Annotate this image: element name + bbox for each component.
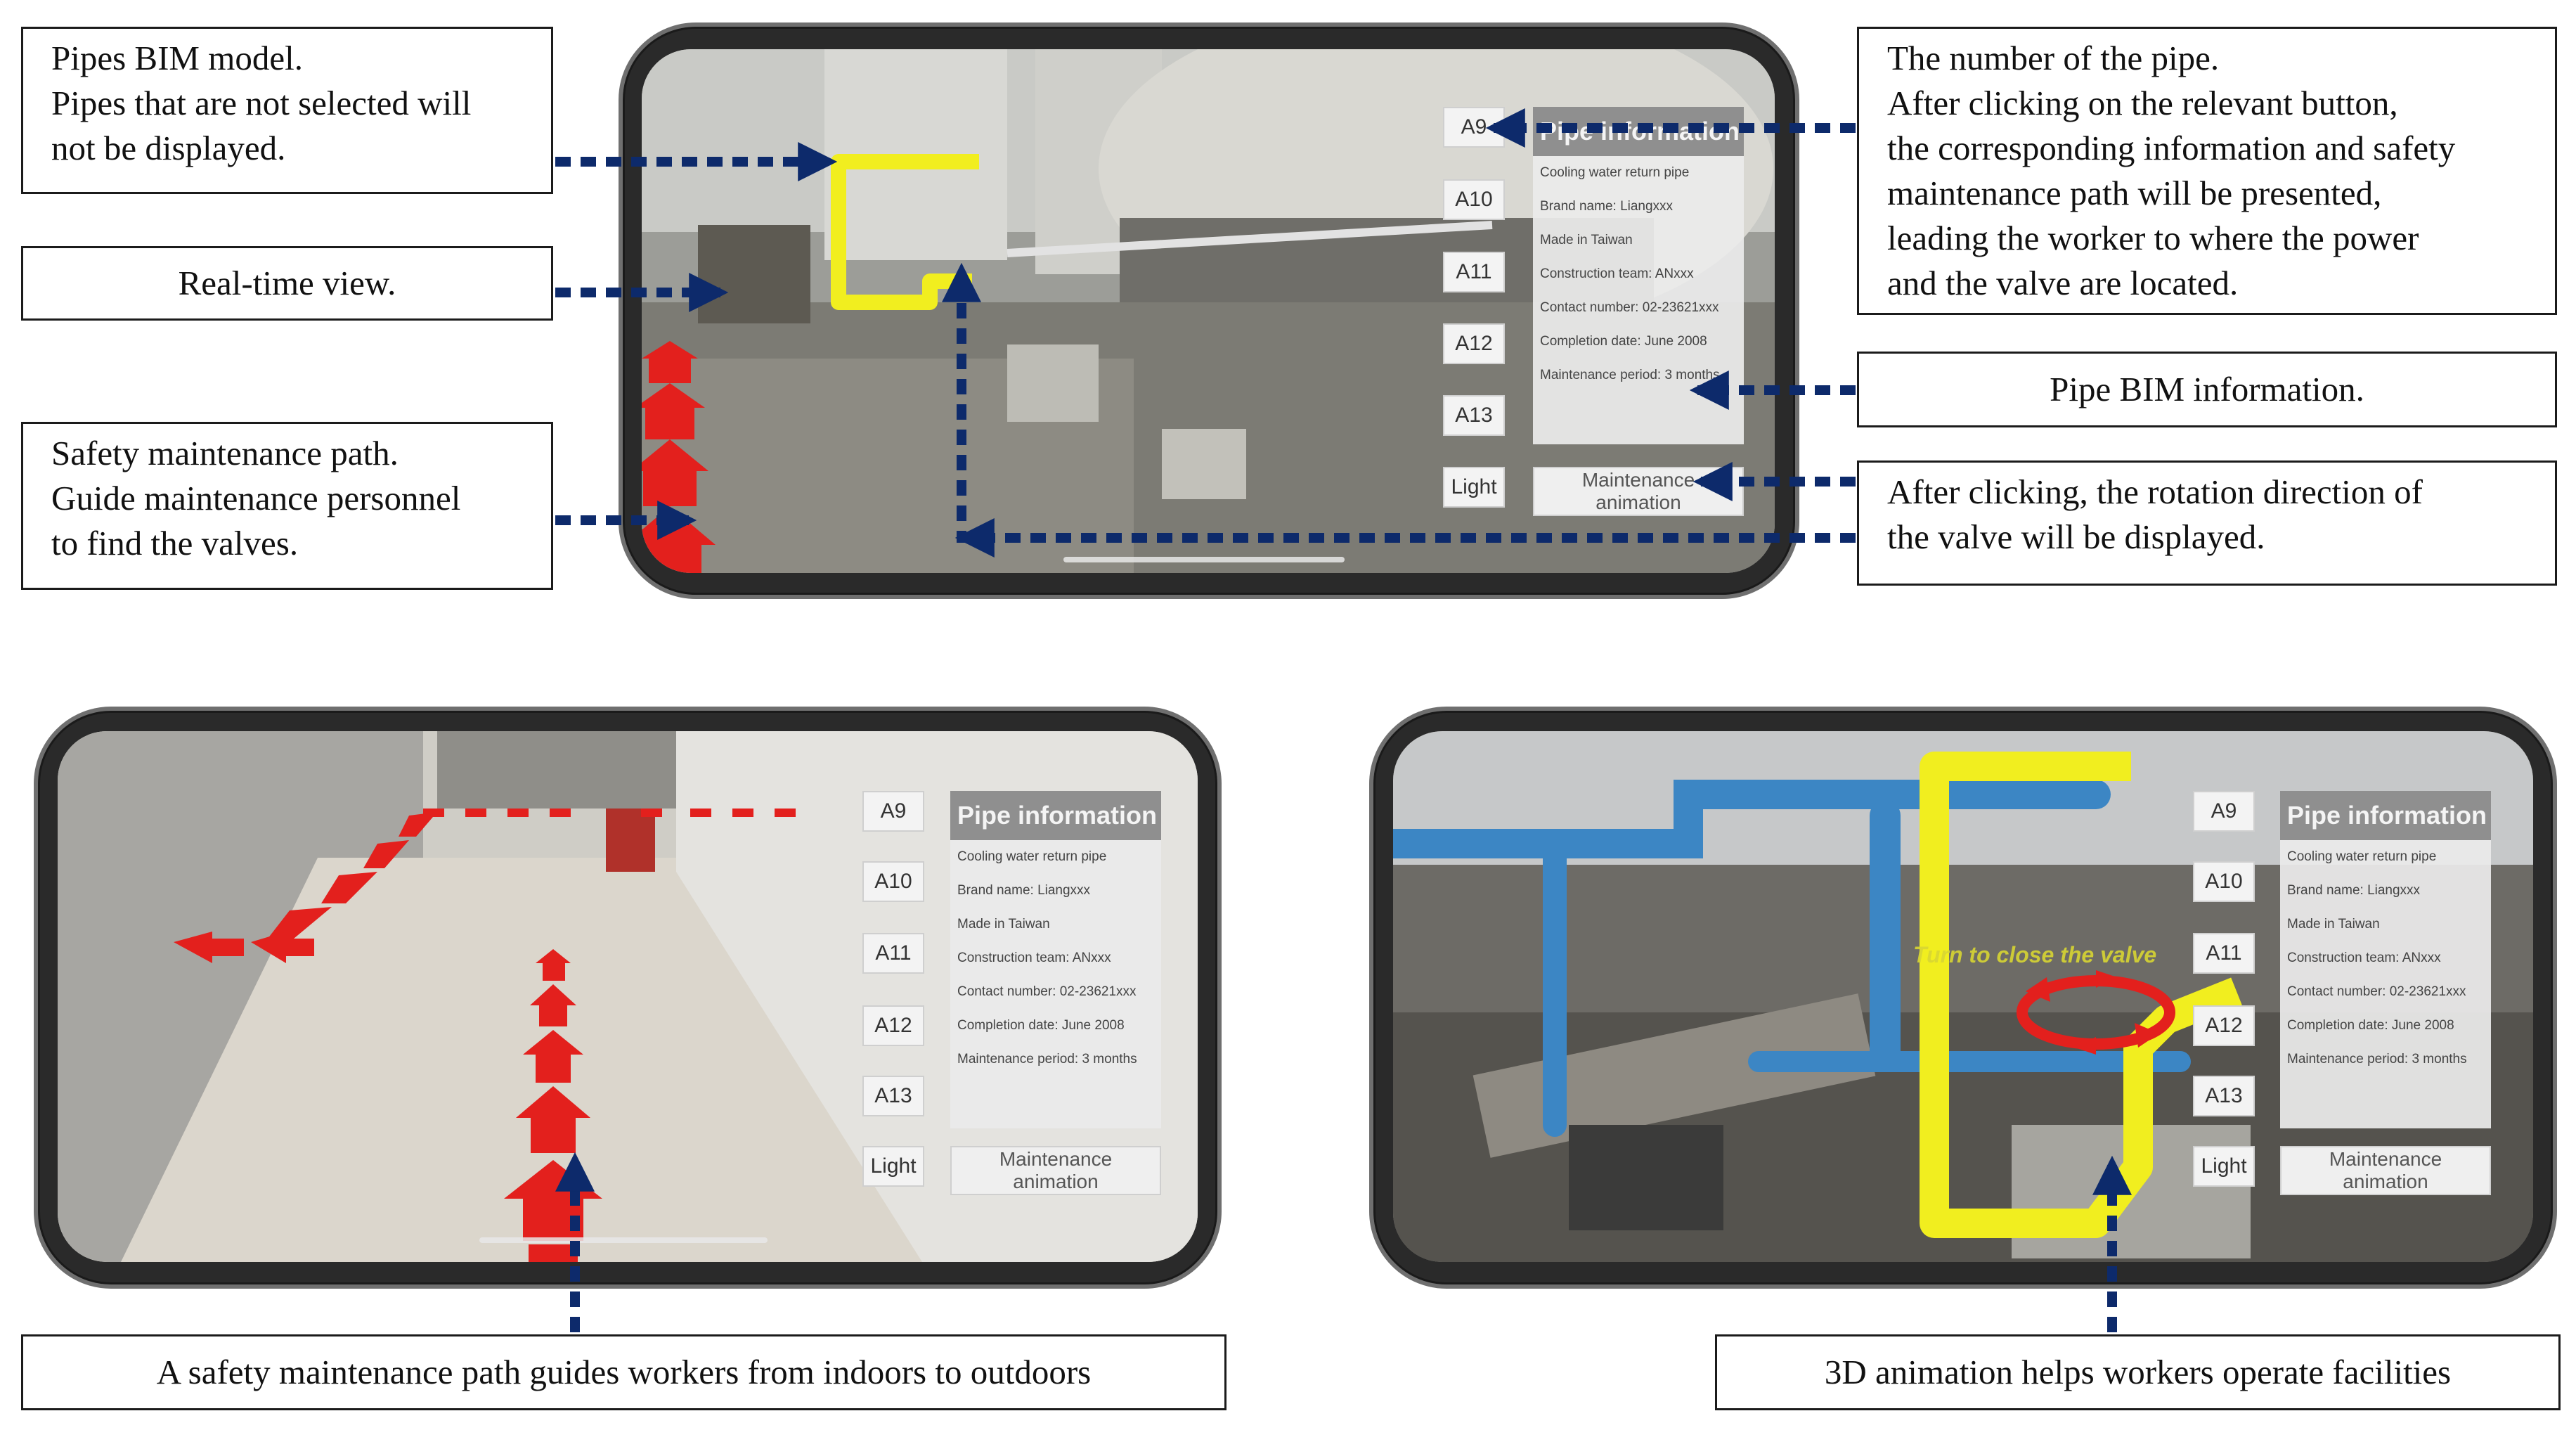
pipe-info-line: Construction team: ANxxx [1540,266,1694,281]
callout-pipe-number: The number of the pipe. After clicking o… [1857,27,2557,315]
callout-real-time-view: Real-time view. [21,246,553,321]
pipe-button-a13[interactable]: A13 [862,1076,924,1116]
caption-text: 3D animation helps workers operate facil… [1824,1353,2452,1391]
pipe-info-panel: Pipe information Cooling water return pi… [1533,107,1744,444]
safety-path-arrows [642,341,716,573]
callout-line: to find the valves. [51,524,299,562]
callout-line: Pipe BIM information. [2050,370,2364,408]
maintenance-animation-button[interactable]: Maintenance animation [1533,467,1744,516]
callout-pipes-bim-model: Pipes BIM model. Pipes that are not sele… [21,27,553,194]
pipe-info-title: Pipe information [1533,107,1744,156]
pipe-button-a13[interactable]: A13 [2193,1076,2255,1116]
ar-screen-valve: Turn to close the valve A9 A10 A11 A12 A… [1393,731,2533,1262]
button-label: animation [1596,491,1681,513]
pipe-info-line: Completion date: June 2008 [1540,334,1707,349]
pipe-button-a9[interactable]: A9 [2193,791,2255,832]
maintenance-animation-button[interactable]: Maintenance animation [950,1146,1161,1195]
pipe-button-a11[interactable]: A11 [862,933,924,974]
callout-safety-path: Safety maintenance path. Guide maintenan… [21,422,553,590]
pipe-info-panel: Pipe information Cooling water return pi… [950,791,1161,1128]
pipe-button-a9[interactable]: A9 [1443,107,1505,148]
callout-line: Pipes BIM model. [51,39,303,77]
callout-line: Real-time view. [178,264,396,302]
callout-line: Pipes that are not selected will [51,84,472,122]
pipe-info-line: Contact number: 02-23621xxx [2287,984,2466,999]
callout-line: After clicking, the rotation direction o… [1887,472,2423,511]
pipe-button-a10[interactable]: A10 [2193,861,2255,902]
valve-rotation-animation [2017,970,2175,1055]
callout-line: maintenance path will be presented, [1887,174,2382,212]
pipe-info-title: Pipe information [950,791,1161,840]
pipe-info-line: Made in Taiwan [957,917,1050,932]
callout-line: the valve will be displayed. [1887,517,2265,556]
pipe-info-panel: Pipe information Cooling water return pi… [2280,791,2491,1128]
pipe-info-line: Maintenance period: 3 months [957,1052,1137,1067]
pipe-info-line: Completion date: June 2008 [2287,1018,2454,1033]
callout-line: The number of the pipe. [1887,39,2220,77]
bim-pipe-highlight [831,154,979,310]
pipe-info-title: Pipe information [2280,791,2491,840]
pipe-info-line: Maintenance period: 3 months [2287,1052,2467,1067]
pipe-button-a9[interactable]: A9 [862,791,924,832]
button-label: Maintenance [1581,469,1695,491]
callout-line: the corresponding information and safety [1887,129,2456,167]
ar-overlay-text: Turn to close the valve [1913,942,2157,967]
maintenance-animation-button[interactable]: Maintenance animation [2280,1146,2491,1195]
pipe-button-a10[interactable]: A10 [1443,179,1505,220]
home-indicator [1063,557,1345,562]
pipe-button-a11[interactable]: A11 [1443,252,1505,292]
pipe-info-line: Construction team: ANxxx [957,951,1111,965]
pipe-button-a12[interactable]: A12 [862,1005,924,1046]
caption-indoor-path: A safety maintenance path guides workers… [21,1334,1226,1410]
button-label: Maintenance [999,1148,1113,1170]
pipe-button-a12[interactable]: A12 [1443,323,1505,364]
blue-pipes [1393,780,2191,1137]
pipe-button-a11[interactable]: A11 [2193,933,2255,974]
caption-text: A safety maintenance path guides workers… [156,1353,1092,1391]
callout-line: leading the worker to where the power [1887,219,2419,257]
callout-line: and the valve are located. [1887,264,2239,302]
pipe-info-line: Made in Taiwan [1540,233,1633,247]
button-label: animation [2343,1171,2428,1192]
callout-line: Guide maintenance personnel [51,479,461,517]
pipe-button-a13[interactable]: A13 [1443,395,1505,436]
callout-rotation: After clicking, the rotation direction o… [1857,460,2557,586]
pipe-info-line: Completion date: June 2008 [957,1018,1125,1033]
button-label: animation [1013,1171,1099,1192]
light-button[interactable]: Light [2193,1146,2255,1187]
light-button[interactable]: Light [862,1146,924,1187]
pipe-button-a10[interactable]: A10 [862,861,924,902]
pipe-info-line: Maintenance period: 3 months [1540,368,1720,382]
pipe-info-line: Construction team: ANxxx [2287,951,2441,965]
pipe-info-line: Cooling water return pipe [1540,165,1690,180]
pipe-info-line: Contact number: 02-23621xxx [957,984,1137,999]
caption-3d-animation: 3D animation helps workers operate facil… [1715,1334,2561,1410]
pipe-info-line: Cooling water return pipe [2287,849,2437,864]
pipe-info-line: Cooling water return pipe [957,849,1107,864]
light-button[interactable]: Light [1443,467,1505,508]
pipe-info-line: Made in Taiwan [2287,917,2380,932]
callout-line: After clicking on the relevant button, [1887,84,2398,122]
pipe-info-line: Brand name: Liangxxx [1540,199,1674,214]
callout-pipe-bim-info: Pipe BIM information. [1857,352,2557,427]
pipe-info-line: Brand name: Liangxxx [957,883,1091,898]
pipe-button-a12[interactable]: A12 [2193,1005,2255,1046]
ar-screen-top: A9 A10 A11 A12 A13 Light Pipe informatio… [642,49,1775,573]
ar-screen-indoor: A9 A10 A11 A12 A13 Light Pipe informatio… [58,731,1198,1262]
pipe-info-line: Contact number: 02-23621xxx [1540,300,1719,315]
button-label: Maintenance [2329,1148,2442,1170]
home-indicator [479,1237,768,1243]
callout-line: Safety maintenance path. [51,434,399,472]
callout-line: not be displayed. [51,129,286,167]
pipe-info-line: Brand name: Liangxxx [2287,883,2421,898]
